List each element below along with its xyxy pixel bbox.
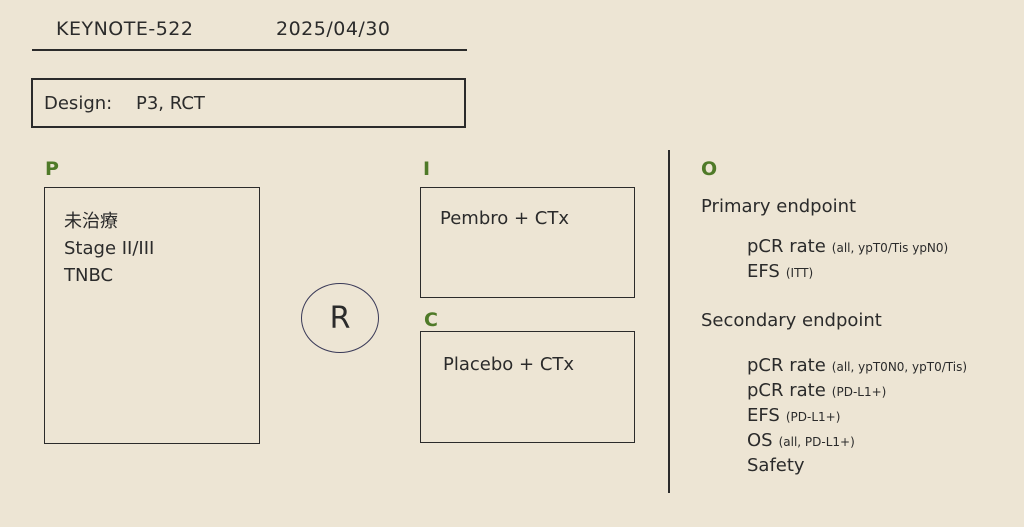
- intervention-letter: I: [423, 158, 431, 180]
- secondary-endpoint-item: Safety: [747, 455, 811, 476]
- endpoint-note: (PD-L1+): [831, 385, 887, 399]
- endpoint-note: (all, PD-L1+): [778, 435, 855, 449]
- endpoint-name: pCR rate: [747, 236, 826, 257]
- endpoint-name: EFS: [747, 405, 780, 426]
- trial-name: KEYNOTE-522: [56, 18, 194, 40]
- primary-endpoint-item: EFS (ITT): [747, 261, 813, 282]
- comparator-text: Placebo + CTx: [443, 354, 575, 375]
- comparator-letter: C: [424, 309, 438, 331]
- population-lines: 未治療 Stage II/III TNBC: [64, 208, 154, 289]
- secondary-endpoint-heading: Secondary endpoint: [701, 310, 882, 331]
- outcome-divider: [668, 150, 670, 493]
- trial-date: 2025/04/30: [276, 18, 391, 40]
- design-value: P3, RCT: [136, 93, 205, 114]
- primary-endpoint-item: pCR rate (all, ypT0/Tis ypN0): [747, 236, 948, 257]
- population-line: TNBC: [64, 265, 114, 286]
- endpoint-name: OS: [747, 430, 773, 451]
- comparator-box: [420, 331, 635, 443]
- design-label: Design:: [44, 93, 113, 114]
- randomization-circle: R: [301, 283, 379, 353]
- endpoint-note: (all, ypT0/Tis ypN0): [831, 241, 949, 255]
- secondary-endpoint-item: OS (all, PD-L1+): [747, 430, 855, 451]
- intervention-box: [420, 187, 635, 298]
- population-line: Stage II/III: [64, 238, 155, 259]
- population-line: 未治療: [64, 211, 118, 232]
- endpoint-name: Safety: [747, 455, 805, 476]
- randomization-symbol: R: [329, 300, 351, 336]
- secondary-endpoint-item: pCR rate (all, ypT0N0, ypT0/Tis): [747, 355, 967, 376]
- primary-endpoint-heading: Primary endpoint: [701, 196, 857, 217]
- header-divider: [32, 49, 467, 51]
- design-box: [31, 78, 466, 128]
- population-letter: P: [45, 158, 59, 180]
- intervention-text: Pembro + CTx: [440, 208, 570, 229]
- endpoint-name: EFS: [747, 261, 780, 282]
- endpoint-note: (ITT): [785, 266, 814, 280]
- outcomes-letter: O: [701, 158, 718, 180]
- endpoint-name: pCR rate: [747, 355, 826, 376]
- endpoint-note: (PD-L1+): [785, 410, 841, 424]
- secondary-endpoint-item: pCR rate (PD-L1+): [747, 380, 886, 401]
- population-box: [44, 187, 260, 444]
- endpoint-note: (all, ypT0N0, ypT0/Tis): [831, 360, 968, 374]
- endpoint-name: pCR rate: [747, 380, 826, 401]
- secondary-endpoint-item: EFS (PD-L1+): [747, 405, 840, 426]
